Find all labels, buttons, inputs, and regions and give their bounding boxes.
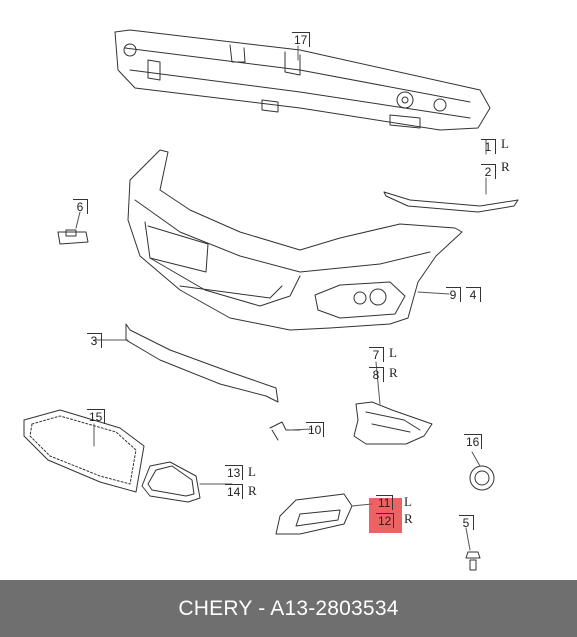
leader-lines bbox=[75, 45, 487, 551]
callout-number: 5 bbox=[459, 515, 474, 530]
bolt-part bbox=[465, 551, 481, 571]
footer-part-number: CHERY - A13-2803534 bbox=[0, 580, 577, 637]
trim-strip bbox=[383, 191, 519, 213]
callout-number: 16 bbox=[464, 434, 483, 449]
side-bracket bbox=[353, 401, 433, 445]
callout-number: 6 bbox=[73, 199, 88, 214]
callout-number: 15 bbox=[87, 409, 106, 424]
callout-number: 11 bbox=[376, 495, 394, 510]
callout-number: 17 bbox=[292, 32, 311, 47]
callout-side: R bbox=[389, 365, 398, 380]
callout-number: 14 bbox=[225, 484, 244, 499]
callout-side: R bbox=[248, 483, 257, 498]
callout-number: 10 bbox=[306, 422, 325, 437]
round-clip bbox=[469, 465, 495, 491]
highlighted-part-marker bbox=[369, 498, 402, 533]
bumper-cover bbox=[127, 149, 463, 331]
clip-part bbox=[57, 229, 89, 245]
lower-spoiler-strip bbox=[125, 323, 279, 403]
callout-number: 8 bbox=[369, 367, 384, 382]
callout-number: 12 bbox=[376, 513, 395, 528]
callout-side: L bbox=[389, 345, 397, 360]
callout-number: 2 bbox=[481, 164, 496, 179]
callout-side: L bbox=[404, 494, 412, 509]
bumper-reinforcement-beam bbox=[114, 29, 491, 131]
callout-number: 1 bbox=[481, 139, 496, 154]
callout-side: R bbox=[404, 511, 413, 526]
callout-side: L bbox=[248, 464, 256, 479]
callout-number: 9 bbox=[446, 287, 461, 302]
callout-number: 13 bbox=[225, 465, 244, 480]
side-grille bbox=[141, 461, 201, 503]
exploded-parts-diagram bbox=[23, 29, 519, 571]
front-grille bbox=[23, 409, 145, 493]
callout-number: 7 bbox=[369, 347, 384, 362]
callout-side: R bbox=[501, 159, 510, 174]
callout-side: L bbox=[501, 136, 509, 151]
callout-number: 4 bbox=[466, 287, 481, 302]
callout-number: 3 bbox=[87, 333, 102, 348]
screw-part bbox=[269, 421, 301, 441]
fog-lamp-cover bbox=[275, 493, 353, 535]
